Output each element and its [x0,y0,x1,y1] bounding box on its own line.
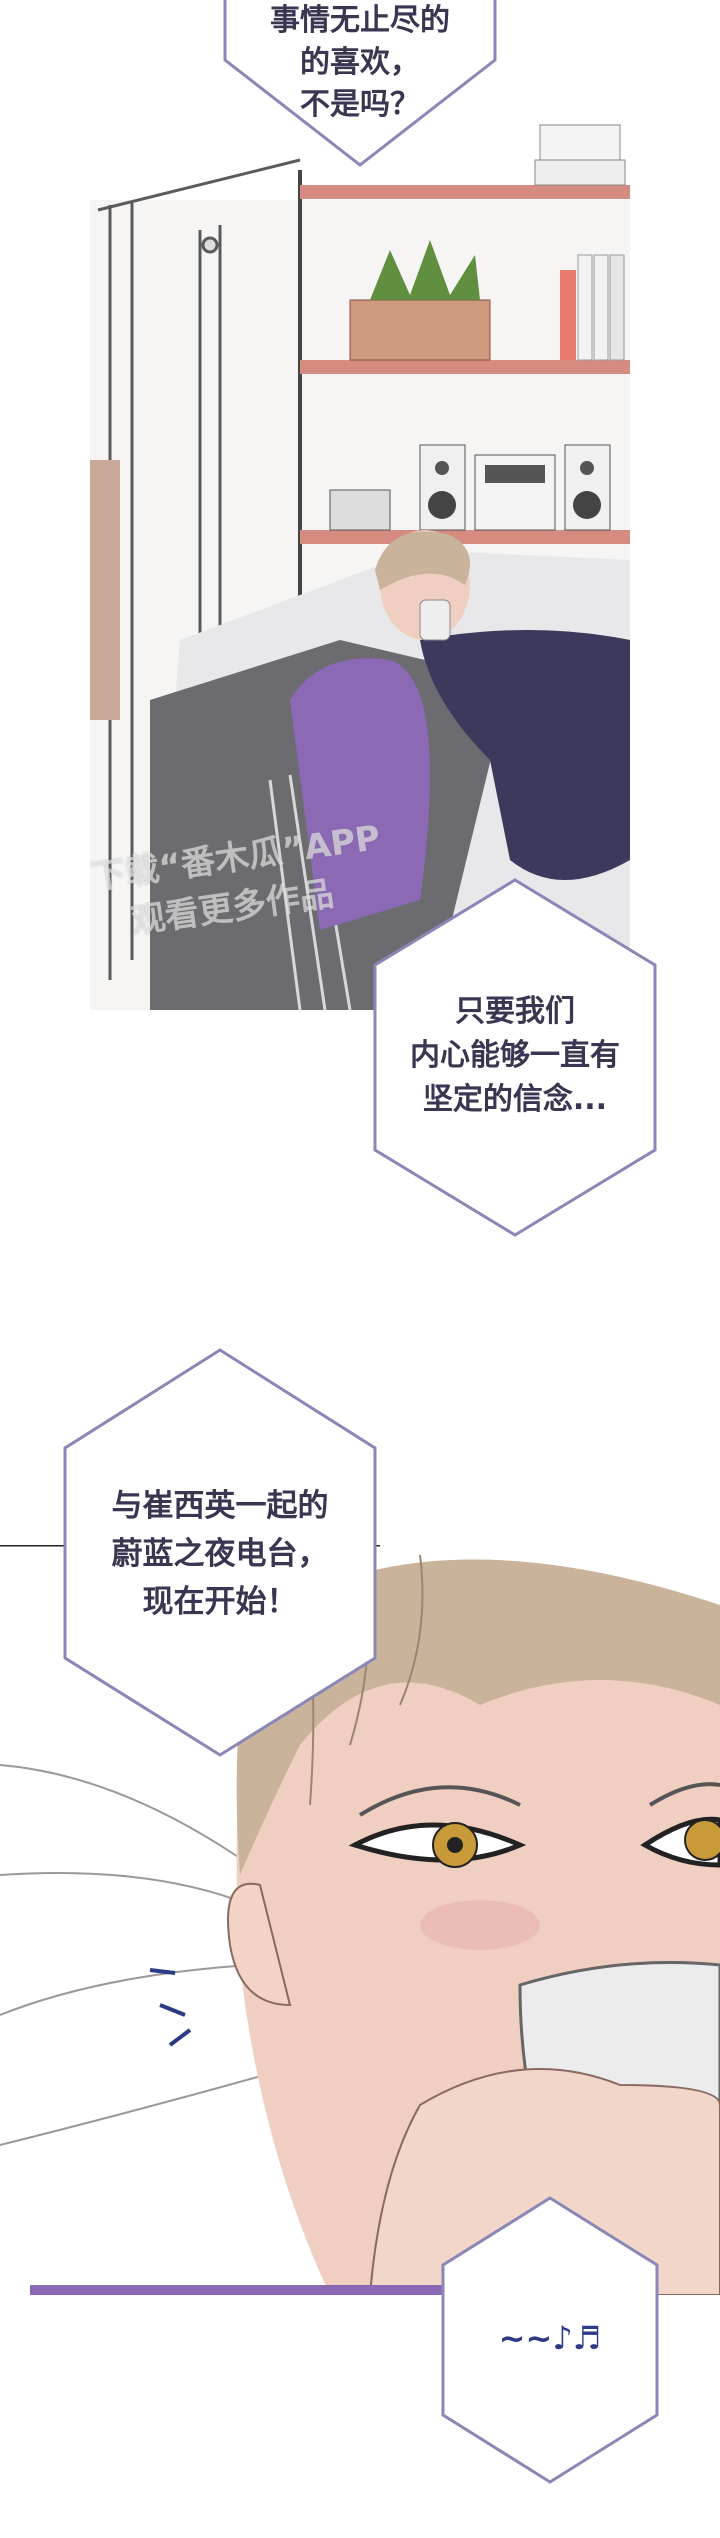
bubble-text-radio: 与崔西英一起的 蔚蓝之夜电台， 现在开始！ [111,1488,329,1620]
bubble-outline [373,878,657,1237]
person [290,530,630,930]
speech-bubble-music: ~~♪♬ [435,2190,665,2490]
shelf-unit [298,124,630,760]
speech-bubble-radio: 与崔西英一起的 蔚蓝之夜电台， 现在开始！ [55,1340,385,1765]
bubble-text-music: ~~♪♬ [498,2319,602,2357]
bubble-text-mid: 只要我们 内心能够一直有 坚定的信念... [410,994,620,1117]
speech-bubble-mid: 只要我们 内心能够一直有 坚定的信念... [365,870,665,1245]
side-table [90,460,120,720]
bubble-text-top: 事情无止尽的 的喜欢， 不是吗？ [270,3,450,122]
bubble-outline [223,0,497,167]
speech-bubble-top: 事情无止尽的 的喜欢， 不是吗？ [220,0,500,185]
bubble-outline [441,2196,659,2484]
bed-frame [97,158,301,980]
bubble-outline [63,1348,377,1757]
